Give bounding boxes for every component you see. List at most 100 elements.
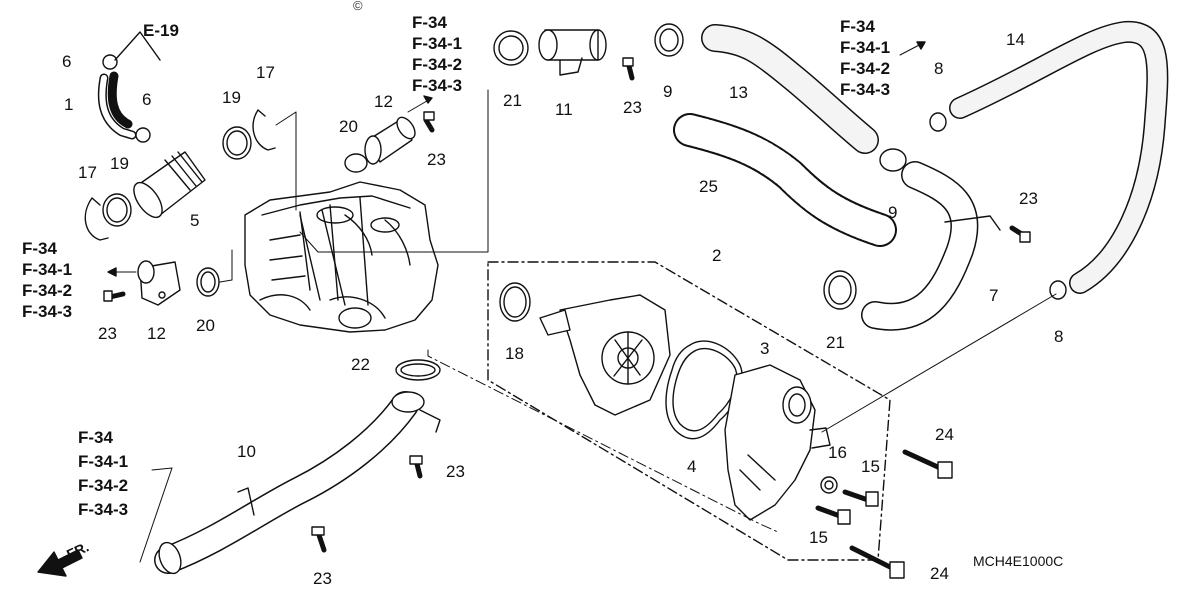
ref-f34-3: F-34-3 <box>78 500 129 519</box>
ref-block-bottom: F-34 F-34-1 F-34-2 F-34-3 <box>78 426 128 522</box>
callout-13: 13 <box>729 83 748 102</box>
bolt-23-engine <box>423 111 435 133</box>
pump-cover-3 <box>724 364 831 521</box>
callout-23: 23 <box>427 150 446 169</box>
diagram-code: MCH4E1000C <box>973 553 1064 569</box>
ref-f34: F-34 <box>78 428 113 447</box>
bolt-23-pipe-upper <box>409 455 423 479</box>
callout-10: 10 <box>237 442 256 461</box>
callout-12: 12 <box>374 92 393 111</box>
ref-f34: F-34 <box>22 239 57 258</box>
callout-23: 23 <box>1019 189 1038 208</box>
callout-22: 22 <box>351 355 370 374</box>
callout-20: 20 <box>339 117 358 136</box>
clip-6-mid <box>135 127 151 143</box>
clip-17-left <box>84 197 109 241</box>
o-ring-21-right <box>823 270 857 310</box>
callout-21: 21 <box>503 91 522 110</box>
ref-f34: F-34 <box>840 17 875 36</box>
callout-8: 8 <box>934 59 944 78</box>
elbow-11 <box>538 29 607 76</box>
callout-8: 8 <box>1054 327 1064 346</box>
bolt-23-top <box>622 57 635 81</box>
o-ring-21-top <box>493 30 529 66</box>
ref-f34-1: F-34-1 <box>78 452 129 471</box>
front-arrow-icon <box>37 549 83 577</box>
callout-4: 4 <box>687 457 697 476</box>
ref-f34-3: F-34-3 <box>840 80 891 99</box>
callout-12: 12 <box>147 324 166 343</box>
fitting-12-lower <box>137 260 181 306</box>
callout-24: 24 <box>935 425 954 444</box>
ref-block-left: F-34 F-34-1 F-34-2 F-34-3 <box>22 238 72 322</box>
engine-illustration <box>244 181 439 333</box>
ref-block-right: F-34 F-34-1 F-34-2 F-34-3 <box>840 16 890 100</box>
clip-6-top <box>102 54 118 70</box>
water-pump <box>539 294 671 416</box>
callout-6: 6 <box>142 90 152 109</box>
callout-1: 1 <box>64 95 74 114</box>
o-ring-19-left <box>102 193 132 227</box>
callout-19: 19 <box>222 88 241 107</box>
washer-16 <box>820 476 838 494</box>
callout-17: 17 <box>78 163 97 182</box>
ref-f34-1: F-34-1 <box>840 38 891 57</box>
ref-e19: E-19 <box>143 21 179 40</box>
ref-f34: F-34 <box>412 13 447 32</box>
callout-17: 17 <box>256 63 275 82</box>
callout-15: 15 <box>809 528 828 547</box>
callout-11: 11 <box>555 100 573 119</box>
pump-assembly-outline <box>487 261 891 561</box>
callout-2: 2 <box>712 246 722 265</box>
callout-14: 14 <box>1006 30 1025 49</box>
clamp-9-mid <box>879 148 907 172</box>
ref-f34-1: F-34-1 <box>412 34 463 53</box>
callout-9: 9 <box>663 82 673 101</box>
ref-f34-2: F-34-2 <box>78 476 129 495</box>
e19-arrow <box>114 31 161 61</box>
bolt-24-upper <box>902 449 953 479</box>
ref-block-top: F-34 F-34-1 F-34-2 F-34-3 <box>412 12 462 96</box>
ref-f34-3: F-34-3 <box>22 302 73 321</box>
o-ring-22 <box>395 359 441 381</box>
ref-f34-2: F-34-2 <box>412 55 463 74</box>
callout-24: 24 <box>930 564 949 583</box>
bolt-23-right <box>1009 225 1031 243</box>
o-ring-20-lower <box>196 267 220 297</box>
ref-f34-1: F-34-1 <box>22 260 73 279</box>
pipe-5 <box>133 151 206 219</box>
bolt-24-lower <box>849 545 905 579</box>
o-ring-18 <box>499 282 531 322</box>
ref-f34-3: F-34-3 <box>412 76 463 95</box>
callout-16: 16 <box>828 443 847 462</box>
clip-17-top <box>252 109 276 151</box>
ref-f34-2: F-34-2 <box>840 59 891 78</box>
callout-25: 25 <box>699 177 718 196</box>
copyright-mark: © <box>353 0 363 13</box>
bolt-23-left <box>103 290 126 302</box>
callout-23: 23 <box>98 324 117 343</box>
callout-21: 21 <box>826 333 845 352</box>
callout-20: 20 <box>196 316 215 335</box>
callout-18: 18 <box>505 344 524 363</box>
clip-8-lower <box>1049 280 1067 300</box>
callout-15: 15 <box>861 457 880 476</box>
o-ring-20-top <box>344 153 368 173</box>
callout-23: 23 <box>446 462 465 481</box>
callout-7: 7 <box>989 286 999 305</box>
clamp-9-top <box>654 23 684 57</box>
bolt-15-upper <box>842 489 879 507</box>
callout-3: 3 <box>760 339 770 358</box>
bolt-15-lower <box>815 505 851 525</box>
clip-8-top <box>929 112 947 132</box>
callout-6: 6 <box>62 52 72 71</box>
callout-23: 23 <box>313 569 332 588</box>
callout-19: 19 <box>110 154 129 173</box>
o-ring-19-top <box>222 126 252 160</box>
callout-23: 23 <box>623 98 642 117</box>
gasket-4 <box>665 340 743 440</box>
ref-f34-2: F-34-2 <box>22 281 73 300</box>
bolt-23-pipe-lower <box>311 526 327 553</box>
